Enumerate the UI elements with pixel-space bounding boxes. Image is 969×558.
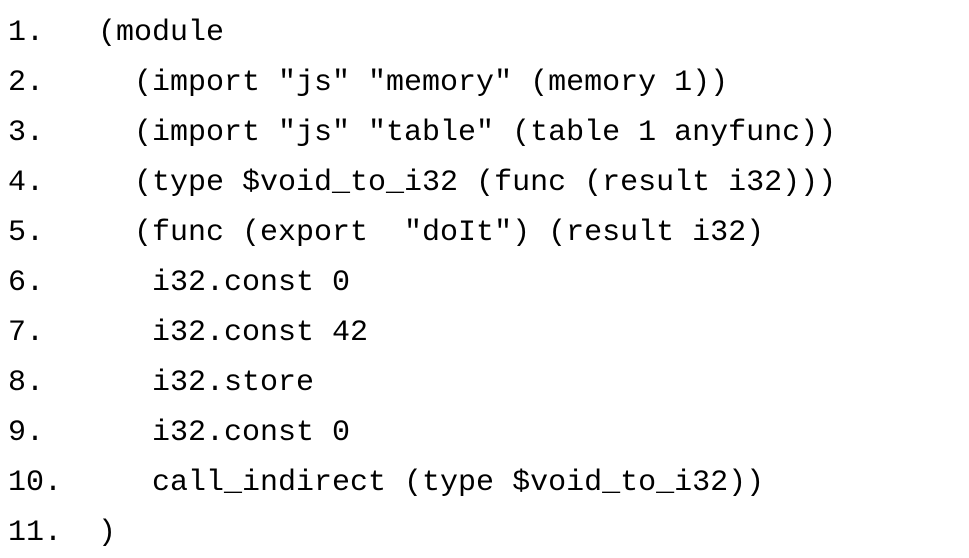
line-number: 2. xyxy=(8,66,45,100)
line-number: 9. xyxy=(8,416,45,450)
code-line: 11.) xyxy=(8,508,836,558)
line-text: (import "js" "table" (table 1 anyfunc)) xyxy=(98,116,837,150)
code-line: 9. i32.const 0 xyxy=(8,408,836,458)
line-text: i32.const 42 xyxy=(98,316,369,350)
line-text: i32.store xyxy=(98,366,315,400)
line-text: call_indirect (type $void_to_i32)) xyxy=(98,466,765,500)
line-text: ) xyxy=(98,516,117,550)
line-number: 10. xyxy=(8,466,63,500)
line-number: 6. xyxy=(8,266,45,300)
code-line: 8. i32.store xyxy=(8,358,836,408)
code-line: 5. (func (export "doIt") (result i32) xyxy=(8,208,836,258)
line-text: (type $void_to_i32 (func (result i32))) xyxy=(98,166,837,200)
code-line: 4. (type $void_to_i32 (func (result i32)… xyxy=(8,158,836,208)
line-number: 5. xyxy=(8,216,45,250)
line-number: 1. xyxy=(8,16,45,50)
line-text: i32.const 0 xyxy=(98,266,351,300)
line-number: 7. xyxy=(8,316,45,350)
line-text: (module xyxy=(98,16,225,50)
code-line: 3. (import "js" "table" (table 1 anyfunc… xyxy=(8,108,836,158)
code-line: 6. i32.const 0 xyxy=(8,258,836,308)
code-line: 7. i32.const 42 xyxy=(8,308,836,358)
line-text: i32.const 0 xyxy=(98,416,351,450)
line-number: 4. xyxy=(8,166,45,200)
code-line: 2. (import "js" "memory" (memory 1)) xyxy=(8,58,836,108)
code-line: 1. (module xyxy=(8,8,836,58)
line-text: (import "js" "memory" (memory 1)) xyxy=(98,66,729,100)
code-line: 10. call_indirect (type $void_to_i32)) xyxy=(8,458,836,508)
line-number: 3. xyxy=(8,116,45,150)
code-listing: 1. (module 2. (import "js" "memory" (memo… xyxy=(8,8,836,558)
line-text: (func (export "doIt") (result i32) xyxy=(98,216,765,250)
line-number: 11. xyxy=(8,516,63,550)
line-number: 8. xyxy=(8,366,45,400)
